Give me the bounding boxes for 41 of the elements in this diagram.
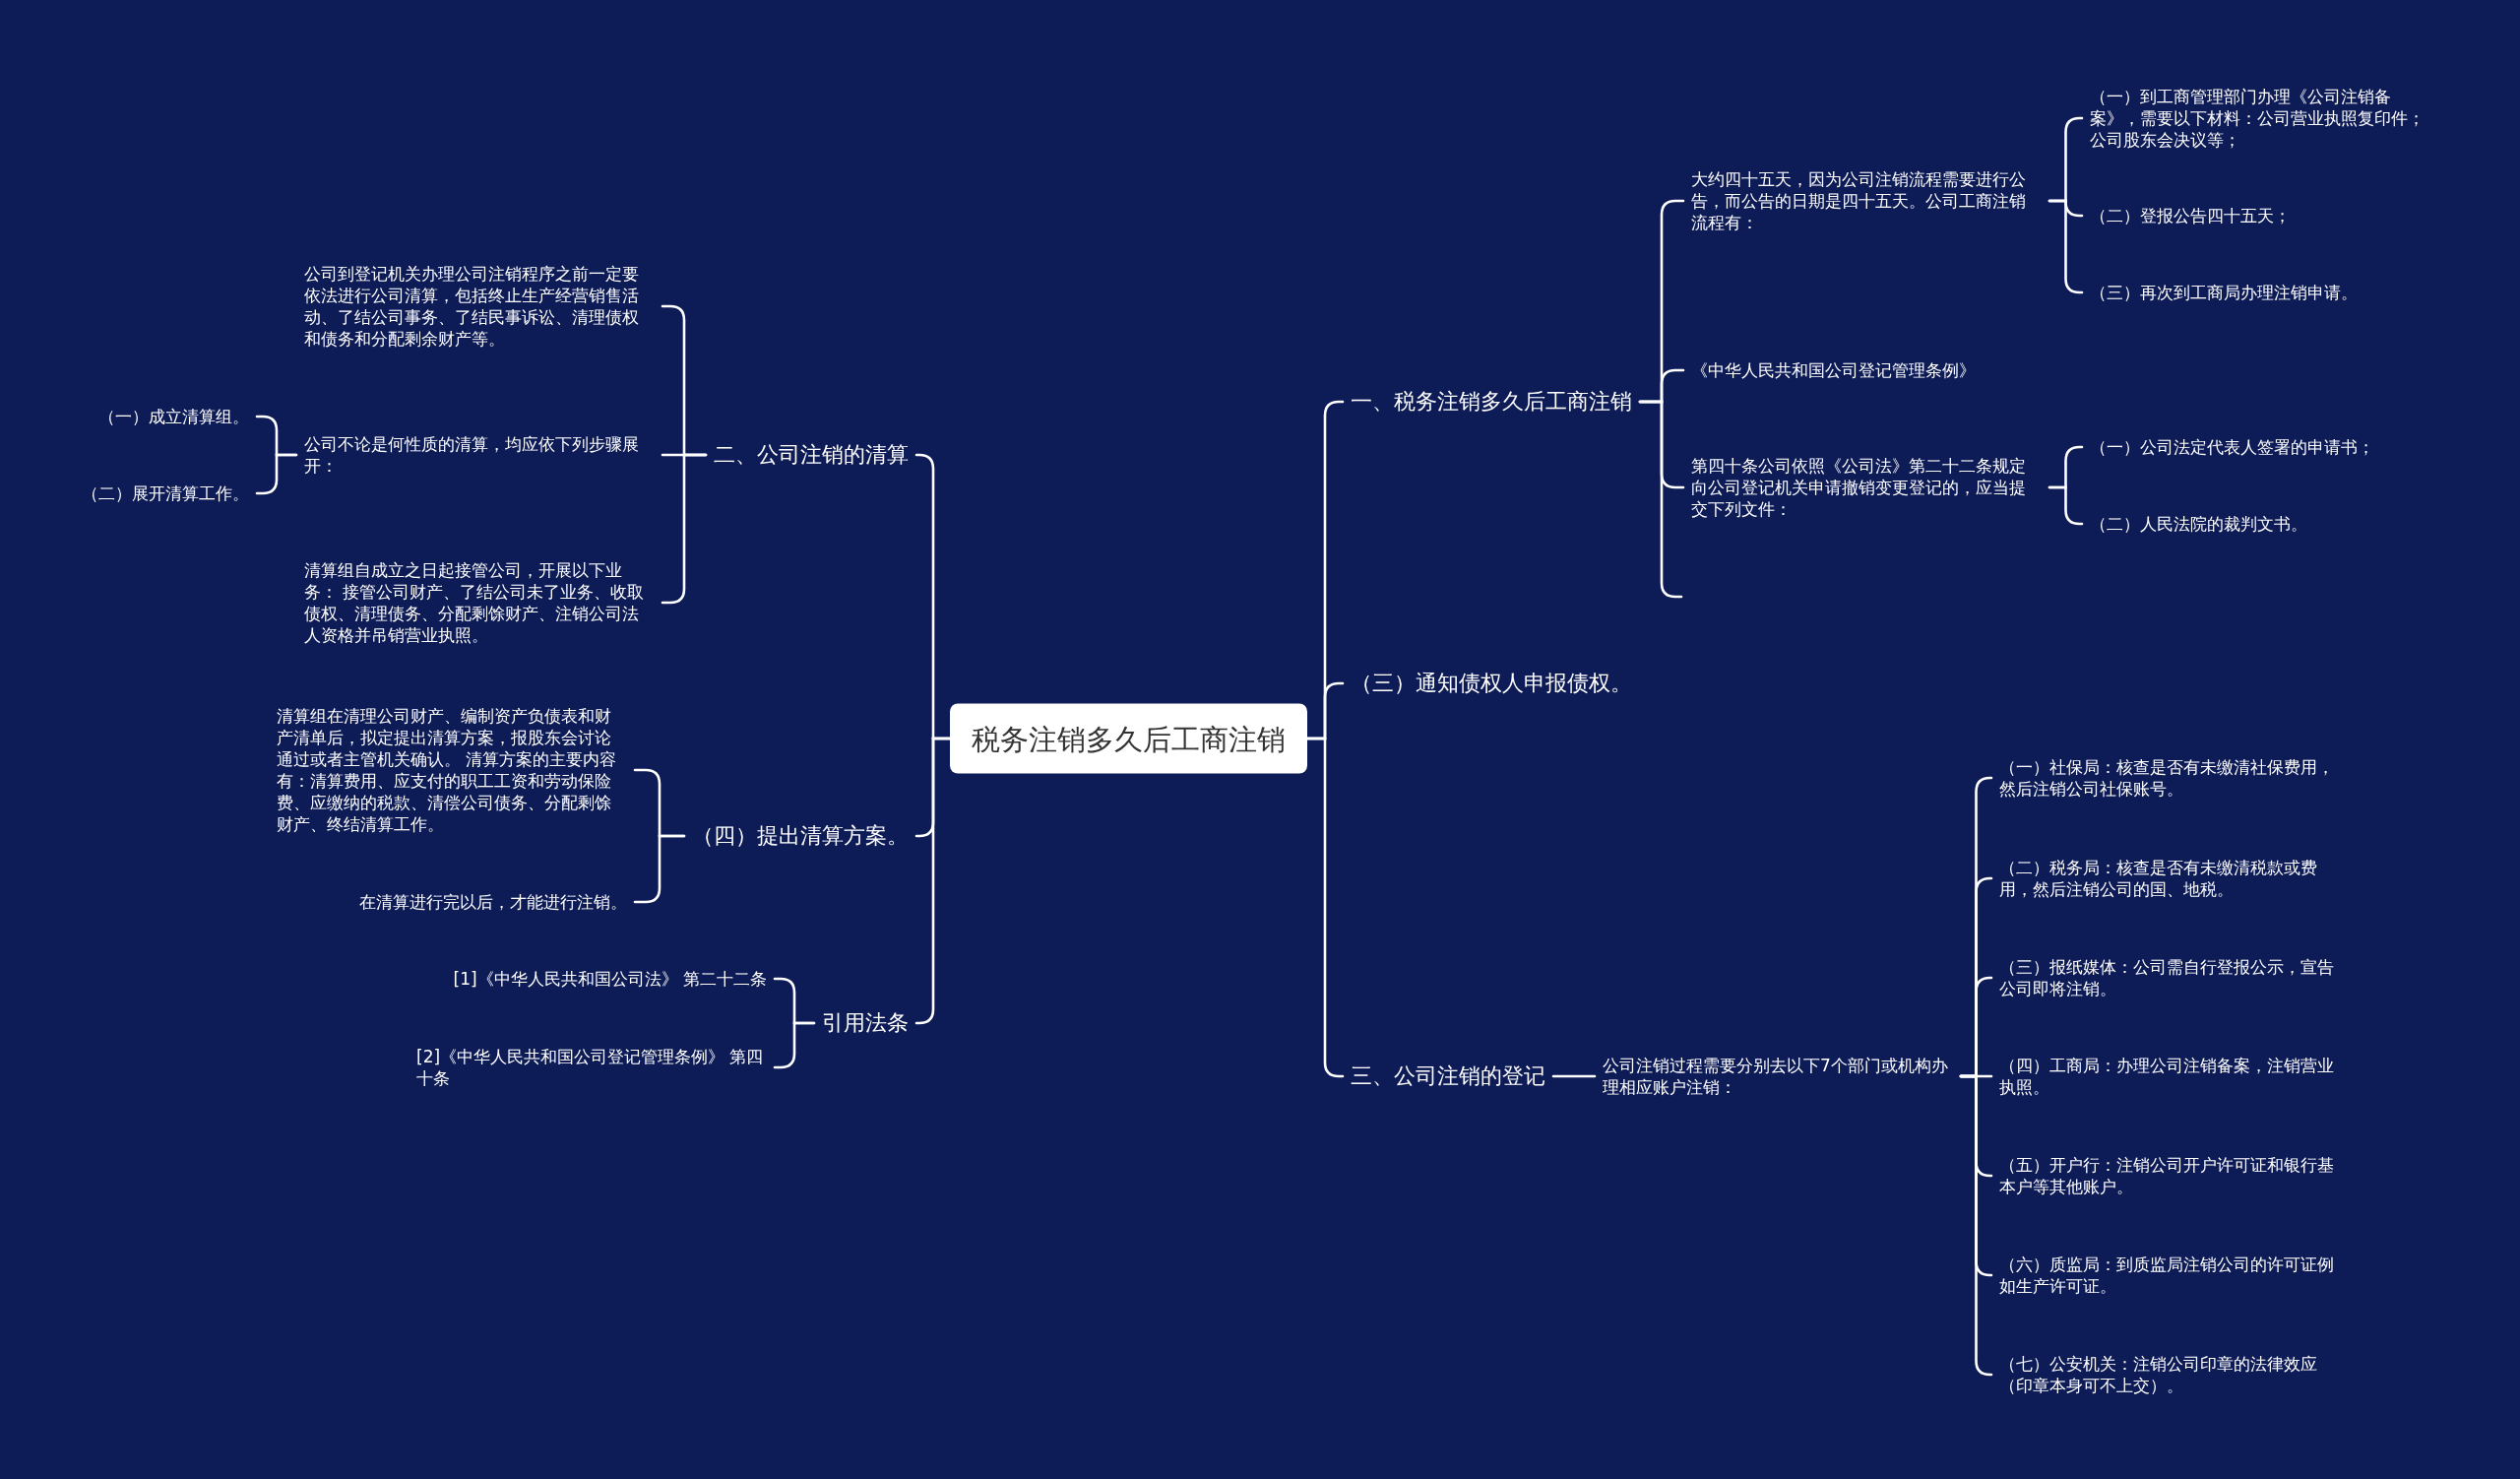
subtopic-text: （二）登报公告四十五天； <box>2090 205 2291 226</box>
subtopic-text: 公司注销过程需要分别去以下7个部门或机构办理相应账户注销： <box>1603 1055 1949 1098</box>
subtopic-text: （一）成立清算组。 <box>98 406 249 427</box>
subtopic-text: （一）到工商管理部门办理《公司注销备案》，需要以下材料：公司营业执照复印件；公司股东会决议等； <box>2090 86 2426 151</box>
subtopic-text: 清算组在清理公司财产、编制资产负债表和财产清单后，拟定提出清算方案，报股东会讨论通过或者主管机关确认。 清算方案的主要内容有：清算费用、应支付的职工工资和劳动保险费、应缴纳的税款、清偿公司债务、分配剩馀财产、终结清算工作。 <box>277 705 618 835</box>
connector-line <box>1305 737 1345 1078</box>
connector-line <box>1959 1074 1993 1377</box>
subtopic-text: （五）开户行：注销公司开户许可证和银行基本户等其他账户。 <box>1999 1154 2335 1197</box>
subtopic-text: （七）公安机关：注销公司印章的法律效应（印章本身可不上交）。 <box>1999 1353 2318 1396</box>
subtopic-text: 《中华人民共和国公司登记管理条例》 <box>1691 359 1976 381</box>
connector-line <box>255 453 298 495</box>
subtopic-text: 公司不论是何性质的清算，均应依下列步骤展开： <box>304 433 640 477</box>
branch-topic-label: 三、公司注销的登记 <box>1351 1062 1545 1090</box>
subtopic-text: [2]《中华人民共和国公司登记管理条例》 第四十条 <box>416 1046 765 1089</box>
subtopic-text: 第四十条公司依照《公司法》第二十二条规定向公司登记机关申请撤销变更登记的，应当提交下列文件： <box>1691 455 2027 520</box>
subtopic-text: （三）报纸媒体：公司需自行登报公示，宣告公司即将注销。 <box>1999 956 2335 999</box>
branch-topic-label: 一、税务注销多久后工商注销 <box>1351 388 1632 416</box>
topic-label: 税务注销多久后工商注销 <box>972 721 1286 757</box>
connector-line <box>1638 400 1683 599</box>
subtopic-text: 公司到登记机关办理公司注销程序之前一定要依法进行公司清算，包括终止生产经营销售活动、了结公司事务、了结民事诉讼、清理债权和债务和分配剩余财产等。 <box>304 263 640 350</box>
subtopic-text: [1]《中华人民共和国公司法》 第二十二条 <box>453 968 767 990</box>
branch-topic-label: （三）通知债权人申报债权。 <box>1351 670 1632 697</box>
subtopic-text: （二）税务局：核查是否有未缴清税款或费用，然后注销公司的国、地税。 <box>1999 857 2318 900</box>
connector-line <box>914 737 952 1025</box>
central-topic-card <box>950 703 1307 774</box>
subtopic-text: 大约四十五天，因为公司注销流程需要进行公告，而公告的日期是四十五天。公司工商注销流程有： <box>1691 168 2027 233</box>
subtopic-text: （四）工商局：办理公司注销备案，注销营业执照。 <box>1999 1055 2335 1098</box>
subtopic-text: （六）质监局：到质监局注销公司的许可证例如生产许可证。 <box>1999 1254 2335 1297</box>
branch-topic-label: 二、公司注销的清算 <box>714 441 909 469</box>
subtopic-text: 在清算进行完以后，才能进行注销。 <box>359 891 627 913</box>
subtopic-text: （一）社保局：核查是否有未缴清社保费用，然后注销公司社保账号。 <box>1999 756 2335 800</box>
subtopic-text: （三）再次到工商局办理注销申请。 <box>2090 282 2358 303</box>
subtopic-text: （一）公司法定代表人签署的申请书； <box>2090 436 2374 458</box>
branch-topic-label: 引用法条 <box>822 1009 909 1037</box>
subtopic-text: （二）展开清算工作。 <box>82 482 249 504</box>
connector-line <box>773 1021 816 1069</box>
subtopic-text: 清算组自成立之日起接管公司，开展以下业务： 接管公司财产、了结公司未了业务、收取债权、清理债务、分配剩馀财产、注销公司法人资格并吊销营业执照。 <box>304 559 646 646</box>
subtopic-text: （二）人民法院的裁判文书。 <box>2090 513 2307 535</box>
connector-line <box>1551 1074 1597 1078</box>
connector-line <box>2048 485 2084 526</box>
branch-topic-label: （四）提出清算方案。 <box>692 822 909 850</box>
